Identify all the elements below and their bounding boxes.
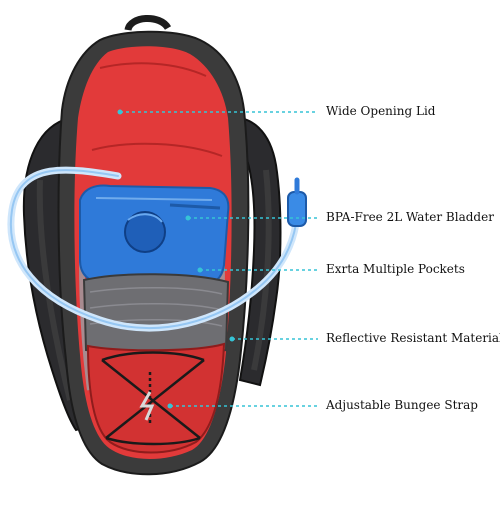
- callout-dot-pockets: [197, 267, 203, 273]
- callout-label-reflective: Reflective Resistant Material: [326, 331, 500, 345]
- callout-label-bladder: BPA-Free 2L Water Bladder: [326, 210, 494, 224]
- top-handle: [124, 15, 172, 32]
- bungee-cord: [101, 351, 205, 446]
- callout-dot-bladder: [185, 215, 191, 221]
- callout-label-pockets: Exrta Multiple Pockets: [326, 262, 465, 276]
- callout-label-lid: Wide Opening Lid: [326, 104, 436, 118]
- water-bladder: [79, 184, 230, 288]
- callout-label-bungee: Adjustable Bungee Strap: [326, 398, 478, 412]
- bite-valve: [287, 177, 307, 227]
- bladder-cap: [124, 211, 166, 253]
- callout-dot-bungee: [167, 403, 173, 409]
- callout-dot-lid: [117, 109, 123, 115]
- callout-dot-reflective: [229, 336, 235, 342]
